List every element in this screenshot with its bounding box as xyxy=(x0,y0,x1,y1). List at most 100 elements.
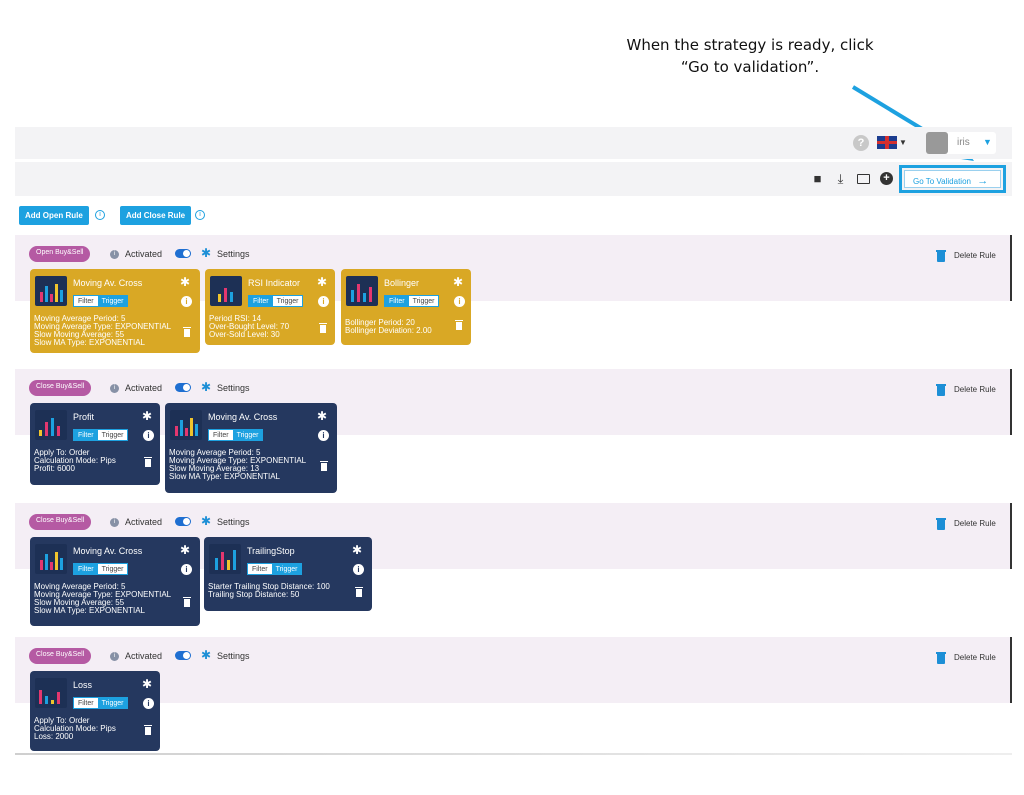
folder-icon[interactable] xyxy=(857,174,870,184)
filter-option[interactable]: Filter xyxy=(213,432,229,439)
user-menu[interactable]: iris ▼ xyxy=(926,132,996,154)
filter-option[interactable]: Filter xyxy=(74,430,98,440)
gear-icon[interactable]: ✱ xyxy=(317,409,328,423)
gear-icon[interactable]: ✱ xyxy=(142,677,153,691)
settings-link[interactable]: Settings xyxy=(217,651,250,661)
activated-toggle[interactable] xyxy=(175,249,191,258)
save-icon[interactable]: ■ xyxy=(813,171,822,186)
rule-type-badge[interactable]: Close Buy&Sell xyxy=(29,380,92,396)
info-icon[interactable]: i xyxy=(181,296,192,307)
download-icon[interactable]: ⤓ xyxy=(837,171,844,186)
settings-link[interactable]: Settings xyxy=(217,517,250,527)
add-circle-icon[interactable]: + xyxy=(880,172,893,185)
trigger-option[interactable]: Trigger xyxy=(412,298,435,305)
gear-icon[interactable]: ✱ xyxy=(201,514,212,528)
gear-icon[interactable]: ✱ xyxy=(180,275,191,289)
trigger-option[interactable]: Trigger xyxy=(97,698,128,708)
help-icon[interactable]: ? xyxy=(853,135,869,151)
info-icon[interactable]: i xyxy=(110,250,119,259)
trash-icon[interactable] xyxy=(936,384,946,396)
info-icon[interactable]: i xyxy=(110,652,119,661)
activated-label: Activated xyxy=(125,517,163,527)
trash-icon[interactable] xyxy=(355,587,363,597)
trash-icon[interactable] xyxy=(320,461,328,471)
delete-rule-link[interactable]: Delete Rule xyxy=(954,653,996,662)
trash-icon[interactable] xyxy=(183,597,191,607)
go-to-validation-button[interactable]: Go To Validation → xyxy=(904,170,1001,188)
activated-toggle[interactable] xyxy=(175,517,191,526)
info-icon[interactable]: i xyxy=(318,430,329,441)
filter-option[interactable]: Filter xyxy=(249,296,273,306)
settings-link[interactable]: Settings xyxy=(217,383,250,393)
chevron-down-icon[interactable]: ▼ xyxy=(899,138,907,147)
rule-type-badge[interactable]: Close Buy&Sell xyxy=(29,648,92,664)
trigger-option[interactable]: Trigger xyxy=(276,298,299,305)
trigger-option[interactable]: Trigger xyxy=(101,432,124,439)
filter-option[interactable]: Filter xyxy=(385,296,409,306)
info-icon[interactable]: i xyxy=(110,518,119,527)
trash-icon[interactable] xyxy=(936,652,946,664)
activated-toggle[interactable] xyxy=(175,383,191,392)
gear-icon[interactable]: ✱ xyxy=(180,543,191,557)
info-icon[interactable]: i xyxy=(454,296,465,307)
info-icon[interactable]: i xyxy=(143,430,154,441)
filter-option[interactable]: Filter xyxy=(252,566,268,573)
info-icon[interactable]: i xyxy=(195,210,205,220)
gear-icon[interactable]: ✱ xyxy=(317,275,328,289)
trash-icon[interactable] xyxy=(455,320,463,330)
trash-icon[interactable] xyxy=(936,518,946,530)
filter-option[interactable]: Filter xyxy=(78,700,94,707)
gear-icon[interactable]: ✱ xyxy=(453,275,464,289)
trash-icon[interactable] xyxy=(144,457,152,467)
horizontal-scrollbar[interactable] xyxy=(15,753,1012,755)
info-icon[interactable]: i xyxy=(110,384,119,393)
filter-option[interactable]: Filter xyxy=(74,564,98,574)
trash-icon[interactable] xyxy=(183,327,191,337)
trash-icon[interactable] xyxy=(319,323,327,333)
uk-flag-icon[interactable] xyxy=(877,136,897,149)
trigger-option[interactable]: Trigger xyxy=(97,296,128,306)
gear-icon[interactable]: ✱ xyxy=(201,246,212,260)
gear-icon[interactable]: ✱ xyxy=(142,409,153,423)
rule-type-badge[interactable]: Close Buy&Sell xyxy=(29,514,92,530)
delete-rule-link[interactable]: Delete Rule xyxy=(954,519,996,528)
trash-icon[interactable] xyxy=(144,725,152,735)
gear-icon[interactable]: ✱ xyxy=(201,648,212,662)
add-open-rule-button[interactable]: Add Open Rule xyxy=(19,206,89,225)
trigger-option[interactable]: Trigger xyxy=(232,430,263,440)
trigger-option[interactable]: Trigger xyxy=(101,566,124,573)
filter-option[interactable]: Filter xyxy=(78,298,94,305)
add-close-rule-button[interactable]: Add Close Rule xyxy=(120,206,192,225)
trash-icon[interactable] xyxy=(936,250,946,262)
info-icon[interactable]: i xyxy=(95,210,105,220)
info-icon[interactable]: i xyxy=(353,564,364,575)
info-icon[interactable]: i xyxy=(318,296,329,307)
settings-link[interactable]: Settings xyxy=(217,249,250,259)
gear-icon[interactable]: ✱ xyxy=(201,380,212,394)
gear-icon[interactable]: ✱ xyxy=(352,543,363,557)
rule-type-badge[interactable]: Open Buy&Sell xyxy=(29,246,91,262)
info-icon[interactable]: i xyxy=(143,698,154,709)
trigger-option[interactable]: Trigger xyxy=(271,564,302,574)
info-icon[interactable]: i xyxy=(181,564,192,575)
delete-rule-link[interactable]: Delete Rule xyxy=(954,385,996,394)
activated-toggle[interactable] xyxy=(175,651,191,660)
delete-rule-link[interactable]: Delete Rule xyxy=(954,251,996,260)
